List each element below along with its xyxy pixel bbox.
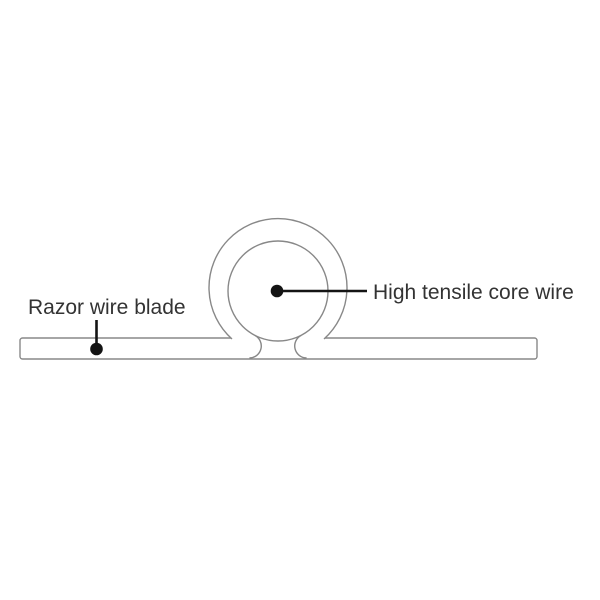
blade-label: Razor wire blade <box>28 296 186 319</box>
blade-marker-dot <box>90 342 103 356</box>
core-marker-dot <box>270 284 284 298</box>
loop-outer-arc <box>208 217 348 340</box>
left-foot-fillet <box>249 334 262 359</box>
core-wire-label: High tensile core wire <box>373 281 574 304</box>
right-foot-fillet <box>294 334 307 359</box>
